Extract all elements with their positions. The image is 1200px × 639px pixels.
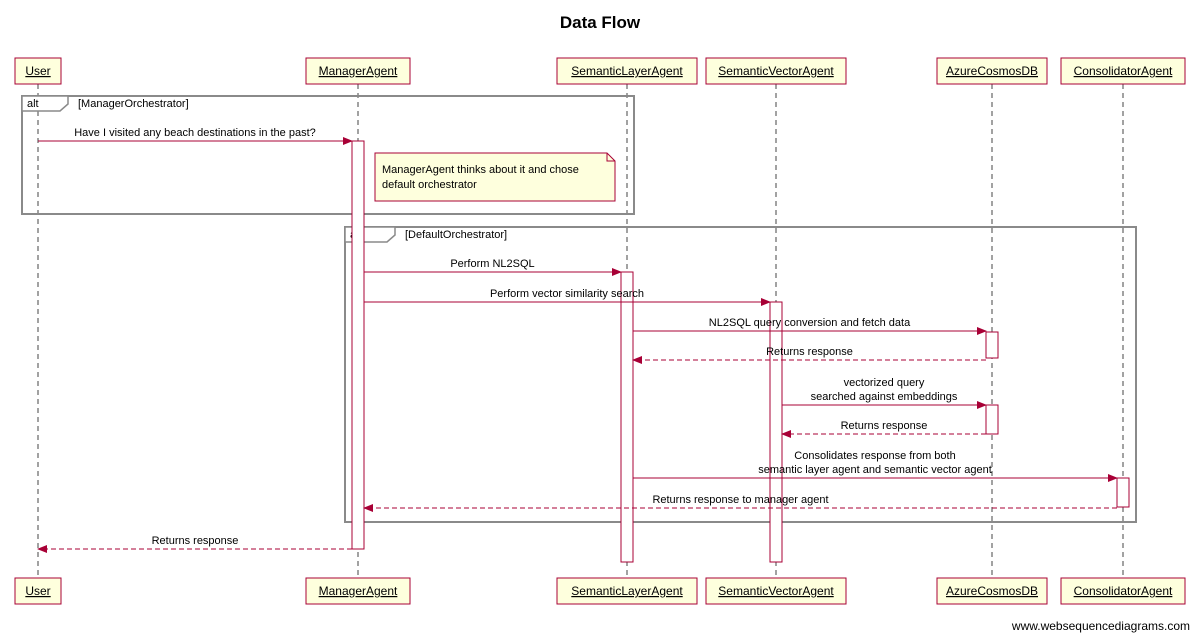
message-label: Perform NL2SQL xyxy=(450,258,534,270)
actor-consolidator-bottom: ConsolidatorAgent xyxy=(1060,577,1186,605)
actor-semvector-bottom: SemanticVectorAgent xyxy=(705,577,847,605)
note-box xyxy=(374,152,616,202)
activation-cosmos-3 xyxy=(985,331,999,359)
actor-box xyxy=(14,57,62,85)
actor-label: ManagerAgent xyxy=(319,64,398,78)
actor-label: ConsolidatorAgent xyxy=(1074,584,1173,598)
watermark-text: www.websequencediagrams.com xyxy=(1011,619,1190,633)
note-fold xyxy=(606,153,615,162)
alt-frame-0 xyxy=(21,95,635,215)
actor-manager-top: ManagerAgent xyxy=(305,57,411,85)
actor-box xyxy=(705,57,847,85)
actor-manager-bottom: ManagerAgent xyxy=(305,577,411,605)
actor-box xyxy=(305,57,411,85)
actor-label: SemanticVectorAgent xyxy=(718,584,834,598)
alt-frame-guard-0: [ManagerOrchestrator] xyxy=(78,98,189,110)
messages: Have I visited any beach destinations in… xyxy=(37,127,1118,553)
actor-label: User xyxy=(25,584,50,598)
activation-manager-0 xyxy=(351,140,365,550)
message-label: Perform vector similarity search xyxy=(490,288,644,300)
actor-consolidator-top: ConsolidatorAgent xyxy=(1060,57,1186,85)
actor-semlayer-top: SemanticLayerAgent xyxy=(556,57,698,85)
alt-frame-1 xyxy=(344,226,1137,523)
actor-label: SemanticVectorAgent xyxy=(718,64,834,78)
actor-user-bottom: User xyxy=(14,577,62,605)
actor-label: SemanticLayerAgent xyxy=(571,584,683,598)
actor-box xyxy=(1060,577,1186,605)
alt-frame-tab-0 xyxy=(21,95,69,112)
activation-semlayer-1 xyxy=(620,271,634,563)
actor-semvector-top: SemanticVectorAgent xyxy=(705,57,847,85)
actor-box xyxy=(936,57,1048,85)
actor-box xyxy=(305,577,411,605)
actor-box xyxy=(705,577,847,605)
activation-semvector-2 xyxy=(769,301,783,563)
activation-cosmos-4 xyxy=(985,404,999,435)
actor-label: ConsolidatorAgent xyxy=(1074,64,1173,78)
actor-box xyxy=(936,577,1048,605)
actor-semlayer-bottom: SemanticLayerAgent xyxy=(556,577,698,605)
message-label: Have I visited any beach destinations in… xyxy=(74,127,316,139)
message-label: semantic layer agent and semantic vector… xyxy=(758,464,992,476)
message-label: Returns response xyxy=(841,420,928,432)
actor-box xyxy=(14,577,62,605)
actor-label: SemanticLayerAgent xyxy=(571,64,683,78)
alt-frame-guard-1: [DefaultOrchestrator] xyxy=(405,229,507,241)
actor-cosmos-top: AzureCosmosDB xyxy=(936,57,1048,85)
message-label: Returns response xyxy=(152,535,239,547)
notes: ManagerAgent thinks about it and chose d… xyxy=(374,152,616,202)
actor-label: User xyxy=(25,64,50,78)
note-text-line: ManagerAgent thinks about it and chose xyxy=(382,164,579,176)
activation-consolidator-5 xyxy=(1116,477,1130,508)
actor-box xyxy=(556,57,698,85)
message-label: Consolidates response from both xyxy=(794,450,955,462)
activations xyxy=(351,140,1130,563)
actor-cosmos-bottom: AzureCosmosDB xyxy=(936,577,1048,605)
actor-box xyxy=(1060,57,1186,85)
actor-box xyxy=(556,577,698,605)
message-label: Returns response xyxy=(766,346,853,358)
actor-label: ManagerAgent xyxy=(319,584,398,598)
message-label: NL2SQL query conversion and fetch data xyxy=(709,317,911,329)
actor-user-top: User xyxy=(14,57,62,85)
message-label: searched against embeddings xyxy=(811,391,958,403)
note-text-line: default orchestrator xyxy=(382,179,477,191)
actors: UserUserManagerAgentManagerAgentSemantic… xyxy=(14,57,1186,605)
message-label: Returns response to manager agent xyxy=(652,494,828,506)
actor-label: AzureCosmosDB xyxy=(946,64,1038,78)
alt-frame-operator-0: alt xyxy=(27,98,39,110)
actor-label: AzureCosmosDB xyxy=(946,584,1038,598)
message-label: vectorized query xyxy=(844,377,925,389)
diagram-title: Data Flow xyxy=(560,13,641,32)
